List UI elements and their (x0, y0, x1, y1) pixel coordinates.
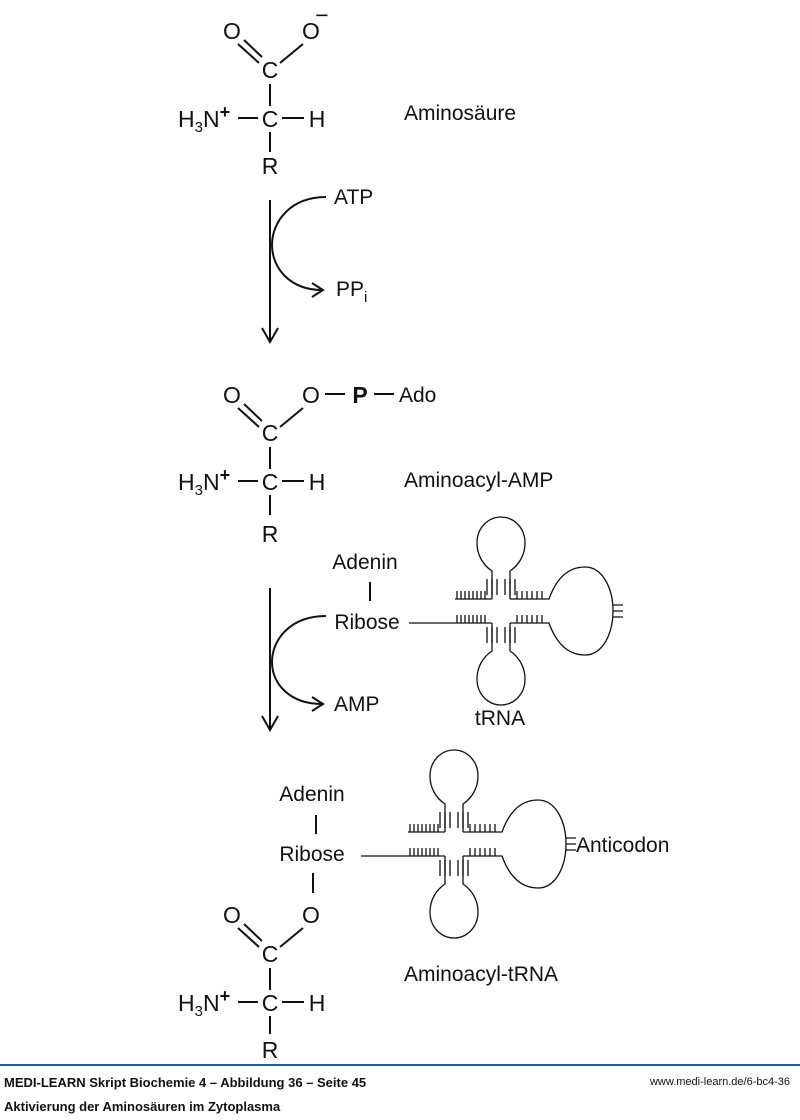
amino-group: H3N+ (178, 465, 230, 499)
atp-label: ATP (334, 186, 373, 209)
alpha-carbon: C (262, 469, 279, 495)
aminoacyl-amp-label: Aminoacyl-AMP (404, 469, 553, 492)
carboxyl-carbon: C (262, 420, 279, 446)
carbonyl-oxygen: O (223, 382, 241, 408)
aminoacyl-trna-structure: O O C H3N+ C H R (178, 902, 325, 1060)
carboxyl-carbon: C (262, 941, 279, 967)
side-chain-r: R (262, 1037, 279, 1060)
alpha-carbon: C (262, 990, 279, 1016)
amino-acid-structure: O O − C H3N+ C H R (178, 2, 329, 179)
adenosine-label: Ado (399, 384, 436, 407)
negative-charge: − (315, 2, 328, 28)
aminoacyl-amp-structure: O O P Ado C H3N+ C H R (178, 382, 436, 547)
atp-reaction-arrow (261, 196, 327, 345)
carboxylate-oxygen: O (302, 18, 320, 44)
footer-title: MEDI-LEARN Skript Biochemie 4 – Abbildun… (4, 1075, 367, 1090)
ester-oxygen: O (302, 902, 320, 928)
pyrophosphate-label: PPi (336, 278, 367, 306)
hydrogen: H (309, 990, 326, 1016)
amp-reaction-arrow (261, 588, 327, 733)
carboxyl-carbon: C (262, 57, 279, 83)
adenin-label: Adenin (332, 551, 397, 574)
adenin-label: Adenin (279, 783, 344, 806)
trna-label: tRNA (475, 707, 525, 730)
carbonyl-oxygen: O (223, 18, 241, 44)
amp-label: AMP (334, 693, 380, 716)
phosphate: P (352, 382, 367, 408)
ribose-label: Ribose (334, 611, 399, 634)
ribose-label: Ribose (279, 843, 344, 866)
figure-caption: Aktivierung der Aminosäuren im Zytoplasm… (4, 1099, 281, 1114)
side-chain-r: R (262, 153, 279, 179)
hydrogen: H (309, 469, 326, 495)
amino-group: H3N+ (178, 102, 230, 136)
hydrogen: H (309, 106, 326, 132)
aminoacid-activation-diagram: O O − C H3N+ C H R Aminosäure ATP PPi O … (178, 2, 669, 1060)
trna-cloverleaf (407, 749, 577, 939)
carbonyl-oxygen: O (223, 902, 241, 928)
trna-cloverleaf (454, 516, 624, 706)
anticodon-label: Anticodon (576, 834, 669, 857)
side-chain-r: R (262, 521, 279, 547)
aminoacyl-trna-label: Aminoacyl-tRNA (404, 963, 558, 986)
aminosaeure-label: Aminosäure (404, 102, 516, 125)
alpha-carbon: C (262, 106, 279, 132)
ester-oxygen: O (302, 382, 320, 408)
amino-group: H3N+ (178, 986, 230, 1020)
footer-url: www.medi-learn.de/6-bc4-36 (649, 1076, 790, 1088)
footer-divider (0, 1064, 800, 1066)
